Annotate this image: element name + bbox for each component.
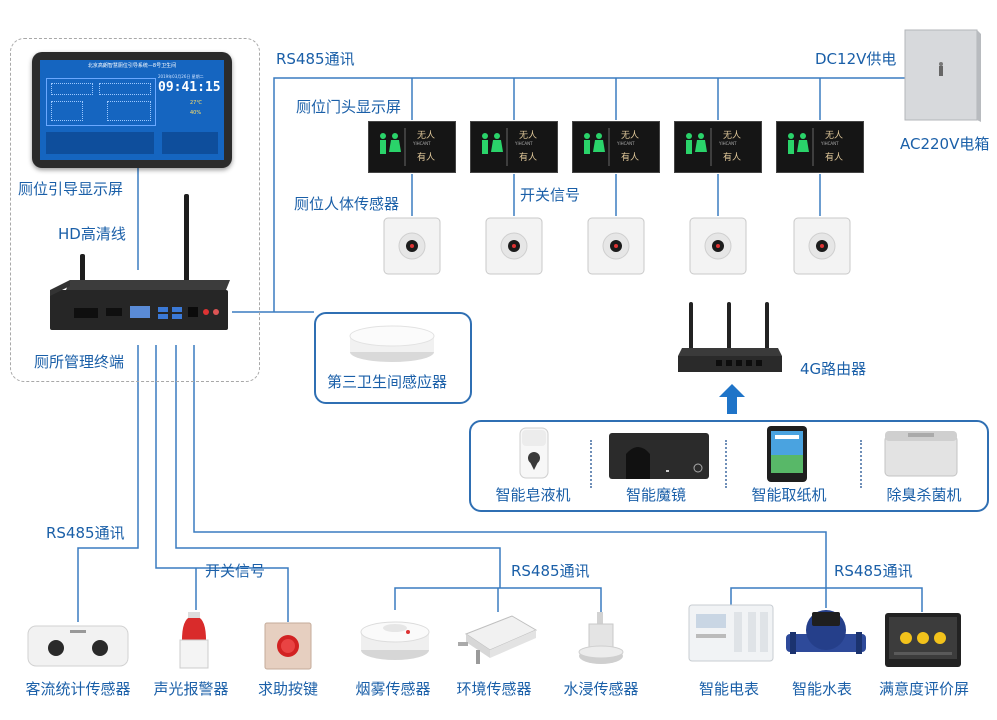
alarm-label: 声光报警器 [153,680,229,698]
mgmt-terminal-label: 厕所管理终端 [34,353,125,371]
env-label: 环境传感器 [456,680,532,698]
third-toilet-sensor [349,325,435,362]
body-sensor-4 [689,217,747,275]
deodor-label: 除臭杀菌机 [886,486,962,504]
third-sensor-label: 第三卫生间感应器 [327,373,448,391]
dc12v-label: DC12V供电 [815,50,897,68]
body-sensor-3 [587,217,645,275]
router-4g [678,302,782,372]
mirror-label: 智能魔镜 [625,486,687,504]
door-display-4: 无人 YIHCANT 有人 [674,121,762,173]
deodorizer [884,431,958,477]
door-brand-text: YIHCANT [821,141,839,146]
satisfaction-screen [885,613,961,667]
passenger-counter-label: 客流统计传感器 [25,680,131,698]
router-label: 4G路由器 [800,360,867,378]
devices-divider-1 [590,440,592,488]
screen-date: 2019年03月26日 星期二 [158,74,204,79]
rs485-right-label: RS485通讯 [834,562,913,580]
switch-signal-bottom-label: 开关信号 [205,562,266,580]
door-display-1: 无人 YIHCANT 有人 [368,121,456,173]
door-vacant-text: 无人 [825,131,844,141]
door-brand-text: YIHCANT [719,141,737,146]
passenger-counter-sensor [27,625,129,667]
help-button-label: 求助按键 [257,680,319,698]
devices-divider-2 [725,440,727,488]
door-brand-text: YIHCANT [515,141,533,146]
hd-cable-label: HD高清线 [58,225,126,243]
local-group-frame [10,38,260,382]
smoke-sensor [360,621,430,660]
door-occupied-text: 有人 [723,153,742,163]
door-occupied-text: 有人 [519,153,538,163]
door-occupied-text: 有人 [621,153,640,163]
door-brand-text: YIHCANT [617,141,635,146]
door-vacant-text: 无人 [519,131,538,141]
environment-sensor [458,615,538,664]
satisfaction-label: 满意度评价屏 [878,680,970,698]
help-button [264,622,312,670]
elec-meter-label: 智能电表 [698,680,760,698]
ac220v-electric-box [904,29,981,122]
body-sensor-label: 厕位人体传感器 [294,195,400,213]
screen-header: 北京高朗智慧厕位引导系统—8号卫生间 [87,63,177,69]
screen-floorplan [46,78,156,126]
door-vacant-text: 无人 [621,131,640,141]
door-vacant-text: 无人 [723,131,742,141]
switch-signal-top-label: 开关信号 [520,186,581,204]
sound-light-alarm [179,612,209,669]
paper-dispenser [767,426,807,482]
rs485-top-label: RS485通讯 [276,50,355,68]
screen-temp: 27℃ [190,100,202,106]
smoke-label: 烟雾传感器 [355,680,431,698]
door-brand-text: YIHCANT [413,141,431,146]
door-display-2: 无人 YIHCANT 有人 [470,121,558,173]
door-vacant-text: 无人 [417,131,436,141]
smart-electric-meter [688,604,774,662]
soap-dispenser [519,427,549,479]
water-label: 水浸传感器 [563,680,639,698]
screen-content: 北京高朗智慧厕位引导系统—8号卫生间 2019年03月26日 星期二 09:41… [40,60,224,160]
water-meter-label: 智能水表 [791,680,853,698]
smart-water-meter [786,610,866,654]
rs485-left-label: RS485通讯 [46,524,125,542]
up-arrow-icon [719,384,745,414]
management-terminal [50,194,230,330]
water-sensor [578,612,624,664]
guide-display-screen: 北京高朗智慧厕位引导系统—8号卫生间 2019年03月26日 星期二 09:41… [32,52,232,168]
soap-label: 智能皂液机 [495,486,571,504]
body-sensor-1 [383,217,441,275]
door-display-5: 无人 YIHCANT 有人 [776,121,864,173]
body-sensor-5 [793,217,851,275]
body-sensor-2 [485,217,543,275]
door-display-label: 厕位门头显示屏 [296,98,402,116]
devices-divider-3 [860,440,862,488]
screen-time: 09:41:15 [158,80,221,95]
screen-humid: 40% [190,110,202,116]
guide-display-label: 厕位引导显示屏 [18,180,124,198]
ac220v-label: AC220V电箱 [900,135,990,153]
smart-mirror [609,433,709,479]
door-occupied-text: 有人 [417,153,436,163]
door-display-3: 无人 YIHCANT 有人 [572,121,660,173]
door-occupied-text: 有人 [825,153,844,163]
rs485-mid-label: RS485通讯 [511,562,590,580]
paper-label: 智能取纸机 [751,486,827,504]
